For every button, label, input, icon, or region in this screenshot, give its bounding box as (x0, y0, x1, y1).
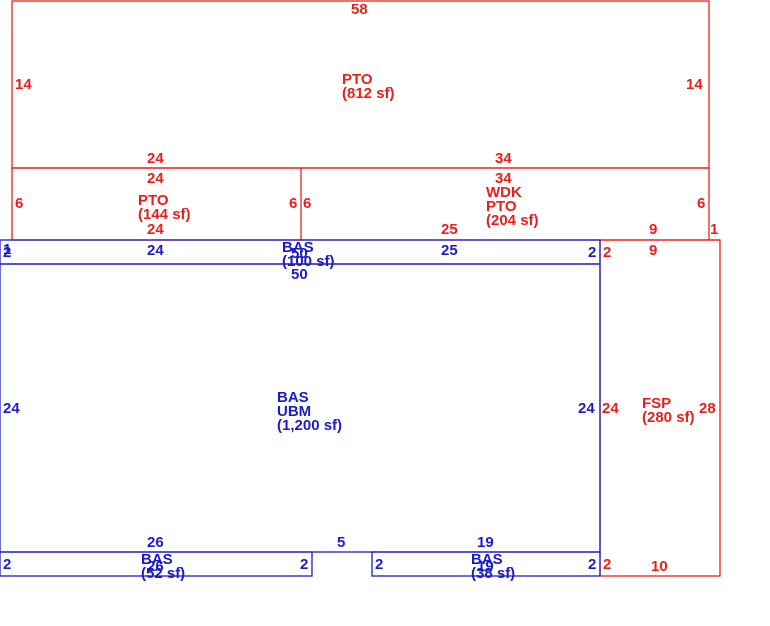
dim-label: 9 (649, 221, 657, 238)
pto-left-area: (144 sf) (138, 206, 191, 223)
dim-label: 19 (477, 558, 494, 575)
dim-label: 6 (15, 195, 23, 212)
dim-label: 19 (477, 534, 494, 551)
pto-left-code: PTO (138, 192, 169, 209)
dim-label: 24 (602, 400, 619, 417)
dim-label: 50 (291, 266, 308, 283)
dim-label: 28 (699, 400, 716, 417)
dim-label: 26 (147, 558, 164, 575)
dim-label: 2 (3, 244, 11, 261)
dim-label: 24 (147, 221, 164, 238)
dim-label: 24 (147, 170, 164, 187)
bas-bottom-right-area: (38 sf) (471, 565, 515, 582)
dim-label: 14 (686, 76, 703, 93)
dim-label: 6 (303, 195, 311, 212)
bas-bottom-right-code: BAS (471, 551, 503, 568)
bas-bottom-left-area: (52 sf) (141, 565, 185, 582)
dim-label: 2 (588, 244, 596, 261)
dim-label: 2 (375, 556, 383, 573)
dim-label: 58 (351, 1, 368, 18)
pto-top-area: (812 sf) (342, 85, 395, 102)
wdk-pto-outline (301, 167, 710, 240)
dim-label: 34 (495, 150, 512, 167)
wdk-pto-code: PTO (486, 198, 517, 215)
dim-label: 2 (603, 556, 611, 573)
ubm-code: UBM (277, 403, 311, 420)
dim-label: 5 (337, 534, 345, 551)
dim-label: 6 (289, 195, 297, 212)
dim-label: 50 (291, 245, 308, 262)
bas-bottom-left-code: BAS (141, 551, 173, 568)
dim-label: 24 (147, 150, 164, 167)
fsp-code: FSP (642, 395, 671, 412)
dim-label: 10 (651, 558, 668, 575)
dim-label: 1 (3, 241, 11, 258)
wdk-code: WDK (486, 184, 522, 201)
dim-label: 25 (441, 221, 458, 238)
dim-label: 24 (147, 242, 164, 259)
dim-label: 25 (441, 242, 458, 259)
dim-label: 2 (588, 556, 596, 573)
bas-strip-code: BAS (282, 239, 314, 256)
bas-strip-area: (100 sf) (282, 253, 335, 270)
bas-bottom-right-outline (371, 551, 601, 577)
dim-label: 24 (578, 400, 595, 417)
bas-ubm-area: (1,200 sf) (277, 417, 342, 434)
dim-label: 2 (300, 556, 308, 573)
dim-label: 14 (15, 76, 32, 93)
pto-top-code: PTO (342, 71, 373, 88)
dim-label: 1 (710, 221, 718, 238)
bas-ubm-code: BAS (277, 389, 309, 406)
dim-label: 6 (697, 195, 705, 212)
dim-label: 2 (3, 556, 11, 573)
dim-label: 24 (3, 400, 20, 417)
dim-label: 34 (495, 170, 512, 187)
wdk-pto-area: (204 sf) (486, 212, 539, 229)
fsp-area: (280 sf) (642, 409, 695, 426)
dim-label: 9 (649, 242, 657, 259)
dim-label: 26 (147, 534, 164, 551)
bas-bottom-left-outline (0, 551, 313, 577)
dim-label: 2 (603, 244, 611, 261)
